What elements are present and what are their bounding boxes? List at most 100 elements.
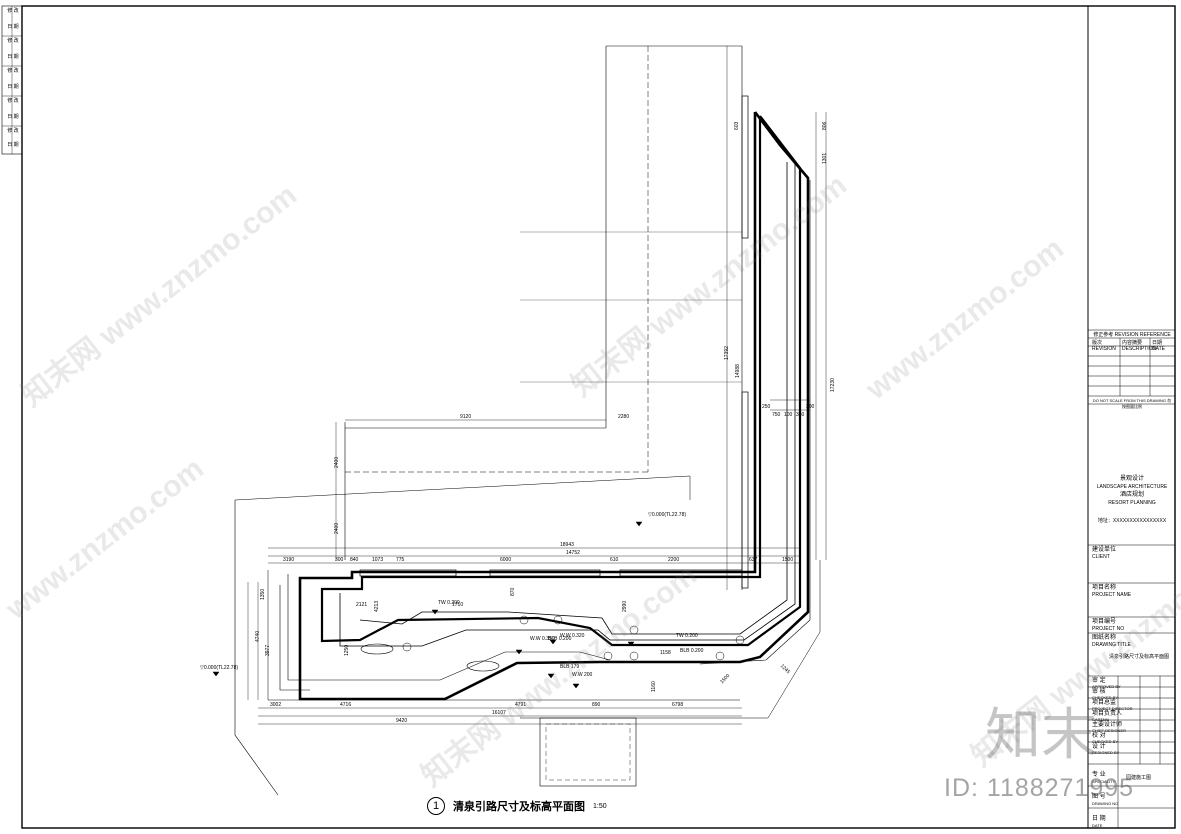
dim-left-v-2: 3977	[265, 645, 271, 656]
drawing-scale: 1:50	[593, 802, 607, 810]
channel-inner-bold	[320, 115, 802, 647]
channel-bed-line-2	[359, 162, 788, 635]
dim-mid-7: 1245	[779, 663, 791, 675]
drawing-no-label-en: DRAWING NO	[1092, 801, 1119, 806]
captain-label-cn: 项目负责人	[1092, 711, 1123, 717]
approved-label-cn: 审 定	[1092, 678, 1106, 684]
left-strip-lines	[2, 6, 22, 154]
checker-label-cn: 校 对	[1092, 733, 1106, 739]
bubbler-3	[553, 615, 563, 625]
dim-bottom-6: 1160	[651, 681, 657, 692]
dim-bottom-4: 890	[592, 702, 601, 708]
dim-run-2: 300	[335, 557, 344, 563]
firm-address: 地址：XXXXXXXXXXXXXXXX	[1097, 518, 1167, 524]
dimension-texts: 9120 2280 2400 2400 18943 14752 3190 300…	[255, 121, 836, 724]
bench-2	[489, 569, 601, 577]
strip-label-5: 修 改	[7, 68, 19, 74]
bubbler-7	[715, 651, 725, 661]
dim-mid-5: 1158	[660, 650, 671, 656]
drawing-title-value: 清泉引路尺寸及标高平面图	[1108, 654, 1169, 660]
dim-left-v-4: 4213	[374, 601, 380, 612]
director-label-en: PROJECT DIRECTOR	[1092, 706, 1133, 711]
dim-run-8: 2200	[668, 557, 679, 563]
bench-1	[359, 569, 457, 577]
dim-bottom-total: 9420	[396, 718, 407, 724]
dim-top-right: 2280	[618, 414, 629, 420]
revision-col-1: 版次 REVISION	[1092, 340, 1116, 352]
strip-label-1: 修 改	[7, 8, 19, 14]
strip-label-4: 日 期	[7, 54, 19, 60]
dim-mid-2: 1710	[452, 602, 463, 608]
brand-logo: 知末	[985, 703, 1097, 768]
dim-bottom-2: 4716	[340, 702, 351, 708]
dim-run-overall: 18943	[560, 542, 574, 548]
captain-label-en: CAPTAIN	[1092, 717, 1110, 722]
checker-label-en: CHECKED BY	[1092, 739, 1119, 744]
dim-bottom-overall: 16107	[492, 710, 506, 716]
drawing-no-label-cn: 图 号	[1092, 794, 1106, 800]
dimension-lines	[247, 46, 827, 725]
bubbler-6	[629, 651, 639, 661]
revision-strip: 修 改 日 期 修 改 日 期 修 改 日 期 修 改 日 期 修 改 日 期	[2, 6, 22, 154]
bubbler-4	[629, 625, 639, 635]
date-label-en: DATE	[1092, 823, 1103, 828]
director-label-cn: 项目总监	[1092, 700, 1117, 706]
elev-5: W.W 0.320	[560, 633, 585, 639]
strip-label-9: 修 改	[7, 128, 19, 134]
no-scale-note: DO NOT SCALE FROM THIS DRAWING 勿按图量比例	[1092, 398, 1172, 409]
title-block: 修正参考 REVISION REFERENCE 版次 REVISION 内容摘要…	[1090, 6, 1174, 828]
dim-run-10: 1500	[782, 557, 793, 563]
channel-bed-line-6	[287, 574, 611, 681]
dim-right-mid-5: 300	[806, 404, 815, 410]
dim-left-upper: 2400	[334, 457, 340, 468]
strip-label-8: 日 期	[7, 114, 19, 120]
lower-paving-inner	[545, 723, 631, 781]
dim-left-v-5: 1250	[344, 645, 350, 656]
channel-outer-bold	[298, 111, 810, 701]
drawing-name: 清泉引路尺寸及标高平面图	[453, 801, 585, 813]
elev-3: W.W 0.350	[530, 636, 555, 642]
speciality-label-en: SPECIALITY	[1092, 779, 1116, 784]
elev-9: ▽0.000(TL22.78)	[648, 512, 686, 518]
elev-7: W.W 200	[572, 672, 593, 678]
checked-label-cn: 审 核	[1092, 689, 1106, 695]
elev-4: BLB 0.200	[548, 636, 572, 642]
elev-6: BLB 179	[560, 664, 579, 670]
image-id-label: ID: 1188271995	[944, 774, 1135, 802]
drawing-title: 1 清泉引路尺寸及标高平面图 1:50	[427, 796, 607, 816]
dim-mid-6: 1500	[719, 673, 731, 685]
dim-mid-3: 870	[510, 587, 516, 596]
elev-10: BLB 0.200	[680, 648, 704, 654]
channel-bed-line-1	[339, 129, 796, 647]
project-label-en: PROJECT NAME	[1092, 592, 1132, 598]
dim-right-mid-3: 100	[784, 412, 793, 418]
dim-run-6: 6000	[500, 557, 511, 563]
plan-drawing	[212, 45, 827, 796]
dim-top-left: 9120	[460, 414, 471, 420]
elevation-texts: ▽0.000(TL22.78) TW 0.200 W.W 0.350 BLB 0…	[200, 512, 704, 678]
dim-run-4: 1073	[372, 557, 383, 563]
strip-label-2: 日 期	[7, 24, 19, 30]
dim-run-7: 610	[610, 557, 619, 563]
lower-paving-area	[539, 717, 637, 787]
dim-right-1: 17392	[724, 346, 730, 360]
channel-bed-line-4	[279, 585, 310, 691]
date-label-cn: 日 期	[1092, 816, 1106, 822]
firm-name-cn: 景观设计	[1119, 476, 1144, 482]
revision-header: 修正参考 REVISION REFERENCE	[1093, 332, 1171, 338]
firm-name-en: LANDSCAPE ARCHITECTURE	[1096, 484, 1168, 490]
site-right-boundary	[520, 560, 821, 719]
designer-label-en: DESIGNED BY	[1092, 750, 1120, 755]
dim-right-2: 14988	[735, 364, 741, 378]
bubbler-5	[603, 651, 613, 661]
dim-right-mid-1: 250	[762, 404, 771, 410]
checked-label-en: CHECKED BY	[1092, 695, 1119, 700]
strip-label-7: 修 改	[7, 98, 19, 104]
project-no-label-cn: 项目编号	[1092, 619, 1117, 625]
bubbler-2	[519, 615, 529, 625]
elev-2: TW 0.200	[438, 600, 460, 606]
strip-label-10: 日 期	[7, 142, 19, 148]
dim-left-v-1: 1350	[260, 589, 266, 600]
speciality-label-cn: 专 业	[1092, 772, 1106, 778]
